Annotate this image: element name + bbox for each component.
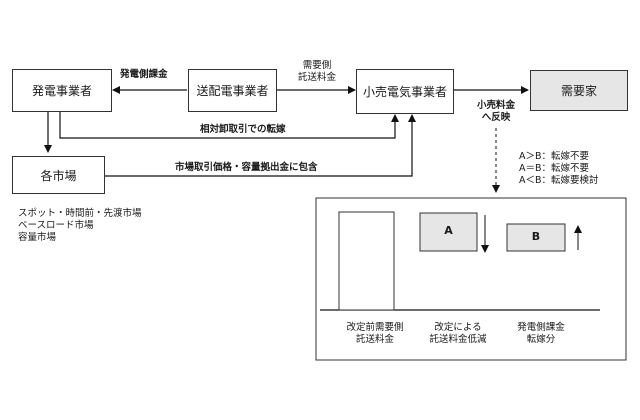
condition-item: A＝B：転嫁不要 <box>519 163 590 174</box>
caption-pre-revision-line2: 託送料金 <box>355 334 394 345</box>
condition-item: A＞B：転嫁不要 <box>519 151 590 162</box>
box-b-label: B <box>531 230 541 243</box>
caption-reduction-line1: 改定による <box>434 322 482 333</box>
label-retail-fee-line2: へ反映 <box>481 112 511 123</box>
label-demand-side-line1: 需要側 <box>302 60 332 71</box>
box-a <box>419 212 478 252</box>
node-retail-operator: 小売電気事業者 <box>356 69 454 114</box>
node-retail-label: 小売電気事業者 <box>362 85 447 99</box>
node-power-generator: 発電事業者 <box>12 69 112 112</box>
node-consumer: 需要家 <box>530 70 628 111</box>
label-generation-charge: 発電側課金 <box>120 69 168 80</box>
label-demand-side-line2: 託送料金 <box>297 72 336 83</box>
caption-pre-revision-line1: 改定前需要側 <box>346 322 404 333</box>
label-market-included: 市場取引価格・容量拠出金に包含 <box>175 162 318 173</box>
market-list-item: ベースロード市場 <box>18 220 94 231</box>
node-transmission-operator: 送配電事業者 <box>188 69 277 112</box>
node-consumer-label: 需要家 <box>560 84 597 98</box>
label-retail-fee-reflect: 小売料金 へ反映 <box>470 100 522 124</box>
caption-revision-reduction: 改定による 託送料金低減 <box>416 322 500 346</box>
node-markets: 各市場 <box>12 156 105 194</box>
label-demand-side-fee: 需要側 託送料金 <box>291 60 343 84</box>
caption-generation-pass: 発電側課金 転嫁分 <box>506 322 576 346</box>
caption-reduction-line2: 託送料金低減 <box>429 334 487 345</box>
node-power-generator-label: 発電事業者 <box>31 84 92 98</box>
caption-generation-line2: 転嫁分 <box>526 334 556 345</box>
condition-list: A＞B：転嫁不要 A＝B：転嫁不要 A＜B：転嫁要検討 <box>519 151 599 187</box>
node-transmission-label: 送配電事業者 <box>196 84 269 98</box>
condition-item: A＜B：転嫁要検討 <box>519 175 599 186</box>
caption-pre-revision: 改定前需要側 託送料金 <box>336 322 414 346</box>
arrow-market-to-retail <box>105 114 416 177</box>
market-list-item: 容量市場 <box>18 232 57 243</box>
node-markets-label: 各市場 <box>40 168 77 183</box>
box-b <box>506 223 566 252</box>
arrow-wholesale-to-retail <box>59 112 399 139</box>
box-a-label: A <box>444 224 453 237</box>
label-wholesale-pass-through: 相対卸取引での転嫁 <box>200 124 286 135</box>
caption-generation-line1: 発電側課金 <box>517 322 565 333</box>
pre-revision-bar <box>338 211 395 311</box>
market-list: スポット・時間前・先渡市場 ベースロード市場 容量市場 <box>18 208 142 244</box>
label-retail-fee-line1: 小売料金 <box>476 100 515 111</box>
inset-frame <box>315 197 627 361</box>
market-list-item: スポット・時間前・先渡市場 <box>18 208 142 219</box>
